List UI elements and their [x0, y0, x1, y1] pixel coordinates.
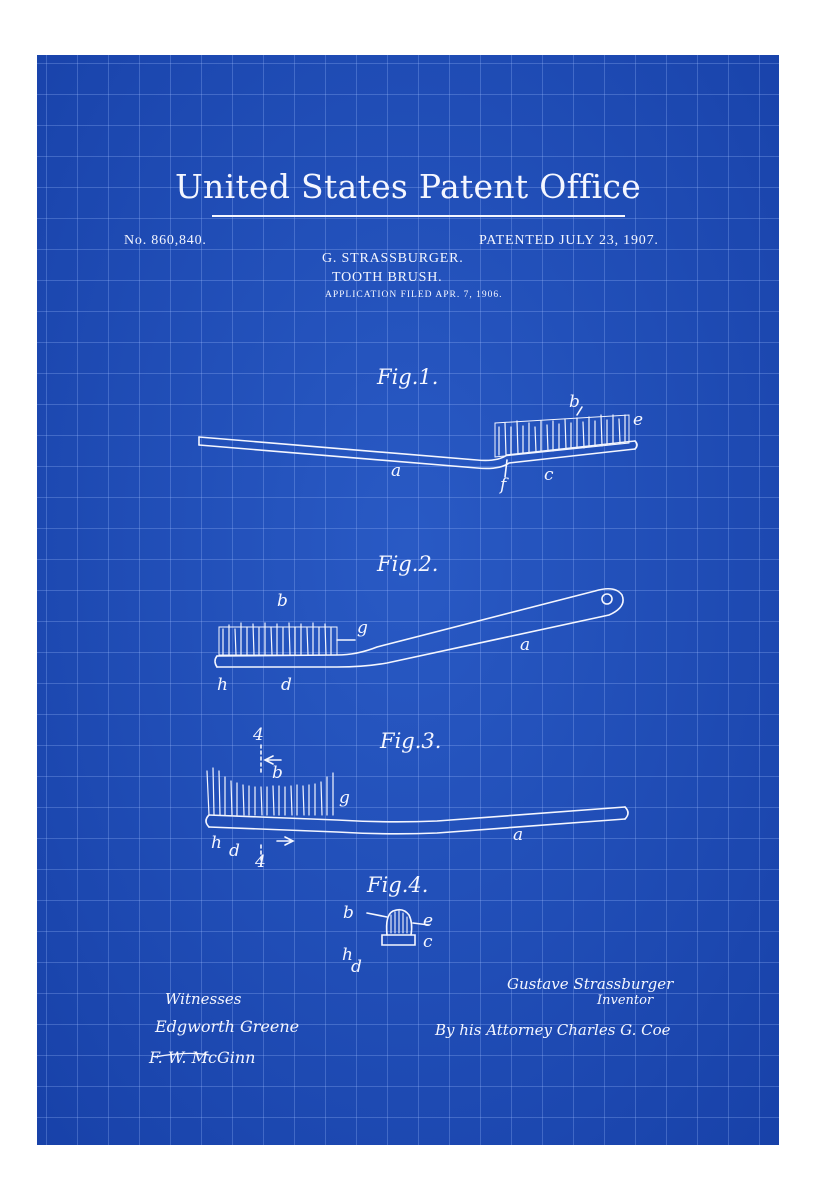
blueprint-sheet: United States Patent Office No. 860,840.… — [37, 55, 779, 1145]
fig3-ref-4-top: 4 — [253, 725, 264, 745]
fig3-ref-4-bottom: 4 — [255, 852, 266, 872]
fig4-ref-e: e — [423, 911, 433, 931]
witnesses-label: Witnesses — [165, 990, 242, 1008]
fig4-label: Fig.4. — [367, 873, 428, 897]
fig3-ref-b: b — [272, 763, 283, 783]
fig3-label: Fig.3. — [380, 729, 441, 753]
fig3-toothbrush-drawing — [206, 745, 628, 867]
attorney-line: By his Attorney Charles G. Coe — [435, 1021, 671, 1039]
fig2-ref-h: h — [217, 675, 228, 695]
inventor-label: Inventor — [597, 993, 653, 1008]
fig1-ref-e: e — [633, 410, 643, 430]
fig2-ref-d: d — [281, 675, 292, 695]
fig4-ref-d: d — [351, 957, 362, 977]
witness-signature-1: Edgworth Greene — [155, 1017, 299, 1036]
fig4-ref-c: c — [423, 932, 433, 952]
fig3-ref-h: h — [211, 833, 222, 853]
fig1-toothbrush-drawing — [199, 407, 637, 477]
fig2-ref-a: a — [520, 635, 530, 655]
fig3-ref-g: g — [339, 788, 350, 808]
fig4-cross-section-drawing — [367, 910, 429, 945]
fig1-ref-b: b — [569, 392, 580, 412]
fig3-ref-a: a — [513, 825, 523, 845]
fig3-ref-d: d — [229, 841, 240, 861]
fig2-label: Fig.2. — [377, 552, 438, 576]
inventor-signature: Gustave Strassburger — [507, 975, 673, 993]
fig1-label: Fig.1. — [377, 365, 438, 389]
fig1-ref-a: a — [391, 461, 401, 481]
fig4-ref-b: b — [343, 903, 354, 923]
fig2-ref-g: g — [357, 618, 368, 638]
fig1-ref-f: f — [500, 475, 506, 495]
witness-signature-2: F. W. McGinn — [149, 1048, 255, 1067]
fig1-ref-c: c — [544, 465, 554, 485]
fig2-ref-b: b — [277, 591, 288, 611]
